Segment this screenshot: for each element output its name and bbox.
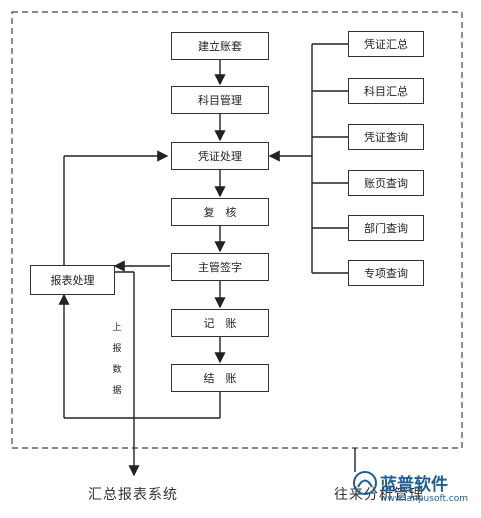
step-label: 建立账套 — [198, 40, 242, 53]
brand-name: 蓝普软件 — [380, 475, 448, 495]
query-department: 部门查询 — [348, 215, 424, 241]
query-label: 凭证查询 — [364, 131, 408, 144]
query-voucher-query: 凭证查询 — [348, 124, 424, 150]
query-label: 专项查询 — [364, 267, 408, 280]
system-boundary — [11, 11, 463, 449]
watermark: 蓝普软件 www.lanpusoft.com — [352, 468, 477, 512]
step-closing: 结 账 — [171, 364, 269, 392]
summary-report-system-label: 汇总报表系统 — [88, 487, 178, 503]
step-label: 凭证处理 — [198, 150, 242, 163]
query-ledger-page: 账页查询 — [348, 170, 424, 196]
step-label: 科目管理 — [198, 94, 242, 107]
step-subject-management: 科目管理 — [171, 86, 269, 114]
step-label: 记 账 — [203, 317, 237, 330]
query-label: 科目汇总 — [364, 85, 408, 98]
step-supervisor-sign: 主管签字 — [171, 253, 269, 281]
step-label: 结 账 — [203, 372, 237, 385]
brand-url: www.lanpusoft.com — [380, 494, 469, 504]
query-voucher-summary: 凭证汇总 — [348, 31, 424, 57]
step-label: 主管签字 — [198, 261, 242, 274]
step-review: 复 核 — [171, 198, 269, 226]
query-label: 部门查询 — [364, 222, 408, 235]
query-label: 凭证汇总 — [364, 38, 408, 51]
query-subject-summary: 科目汇总 — [348, 78, 424, 104]
step-create-account-set: 建立账套 — [171, 32, 269, 60]
report-processing-box: 报表处理 — [30, 265, 115, 295]
step-label: 复 核 — [203, 206, 237, 219]
report-label: 报表处理 — [50, 274, 95, 287]
brand-logo-icon — [353, 471, 377, 495]
query-label: 账页查询 — [364, 177, 408, 190]
step-voucher-processing: 凭证处理 — [171, 142, 269, 170]
query-special-item: 专项查询 — [348, 260, 424, 286]
upload-data-label: 上报数据 — [112, 323, 122, 396]
step-posting: 记 账 — [171, 309, 269, 337]
